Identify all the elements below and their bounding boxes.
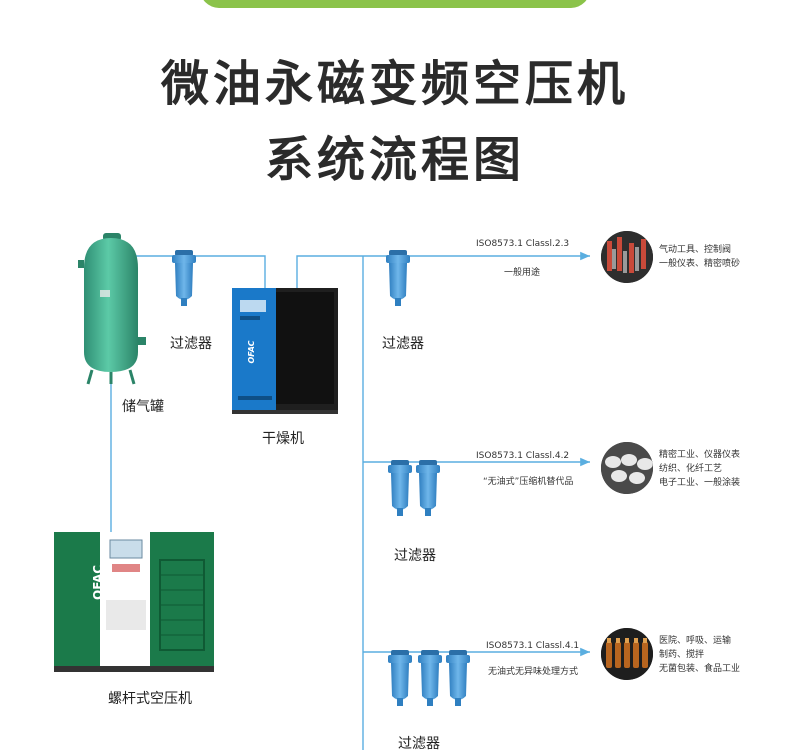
tank-icon xyxy=(78,233,146,385)
page-subtitle: 系统流程图 xyxy=(264,132,525,188)
compressor-icon: OFAC xyxy=(54,532,214,672)
filter-branch2a-icon xyxy=(388,460,412,516)
branch1-iso: ISO8573.1 Classl.2.3 xyxy=(476,239,570,249)
branch1-sub: 一般用途 xyxy=(504,268,541,278)
filter-branch3c-icon xyxy=(446,650,470,706)
branch2-use-1: 精密工业、仪器仪表 xyxy=(659,450,741,460)
branch3-iso: ISO8573.1 Classl.4.1 xyxy=(486,641,580,651)
filter-branch3a-icon xyxy=(388,650,412,706)
branch3-sub: 无油式无异味处理方式 xyxy=(488,667,579,677)
pipe-tank-dryer xyxy=(135,255,266,293)
page-title: 微油永磁变频空压机 xyxy=(160,56,629,112)
branch3-image xyxy=(601,628,653,680)
dryer-icon: OFAC xyxy=(232,288,338,414)
branch3-uses: 医院、呼吸、运输 制药、搅拌 无菌包装、食品工业 xyxy=(659,634,740,676)
filter-branch2-label: 过滤器 xyxy=(394,548,436,564)
branch2-image xyxy=(601,442,653,494)
branch3-photo-icon xyxy=(601,628,653,680)
branch2-use-3: 电子工业、一般涂装 xyxy=(659,478,741,488)
branch2-uses: 精密工业、仪器仪表 纺织、化纤工艺 电子工业、一般涂装 xyxy=(659,448,740,490)
filter-top-icon xyxy=(172,250,196,306)
filter-branch1-icon xyxy=(386,250,410,306)
branch3-use-1: 医院、呼吸、运输 xyxy=(659,636,732,646)
branch2-iso: ISO8573.1 Classl.4.2 xyxy=(476,451,570,461)
compressor-label: 螺杆式空压机 xyxy=(108,691,192,707)
branch1-use-2: 一般仪表、精密喷砂 xyxy=(659,259,741,269)
branch1-image xyxy=(601,231,653,283)
branch2-sub: “无油式”压缩机替代品 xyxy=(483,477,574,487)
filter-branch2b-icon xyxy=(416,460,440,516)
branch2-photo-icon xyxy=(601,442,653,494)
filter-branch3-label: 过滤器 xyxy=(398,736,440,752)
branch1-uses: 气动工具、控制阀 一般仪表、精密喷砂 xyxy=(659,243,740,271)
branch1-photo-icon xyxy=(601,231,653,283)
branch3-use-3: 无菌包装、食品工业 xyxy=(659,664,741,674)
tank-label: 储气罐 xyxy=(122,399,164,415)
pipe-dryer-header xyxy=(296,255,363,293)
branch1-use-1: 气动工具、控制阀 xyxy=(659,245,732,255)
branch3-use-2: 制药、搅拌 xyxy=(659,650,705,660)
filter-branch1-label: 过滤器 xyxy=(382,336,424,352)
dryer-logo: OFAC xyxy=(247,340,256,363)
filter-top-label: 过滤器 xyxy=(170,336,212,352)
dryer-label: 干燥机 xyxy=(262,431,304,447)
filter-branch3b-icon xyxy=(418,650,442,706)
header-banner xyxy=(200,0,590,8)
compressor-logo: OFAC xyxy=(91,565,105,600)
branch2-use-2: 纺织、化纤工艺 xyxy=(659,464,723,474)
